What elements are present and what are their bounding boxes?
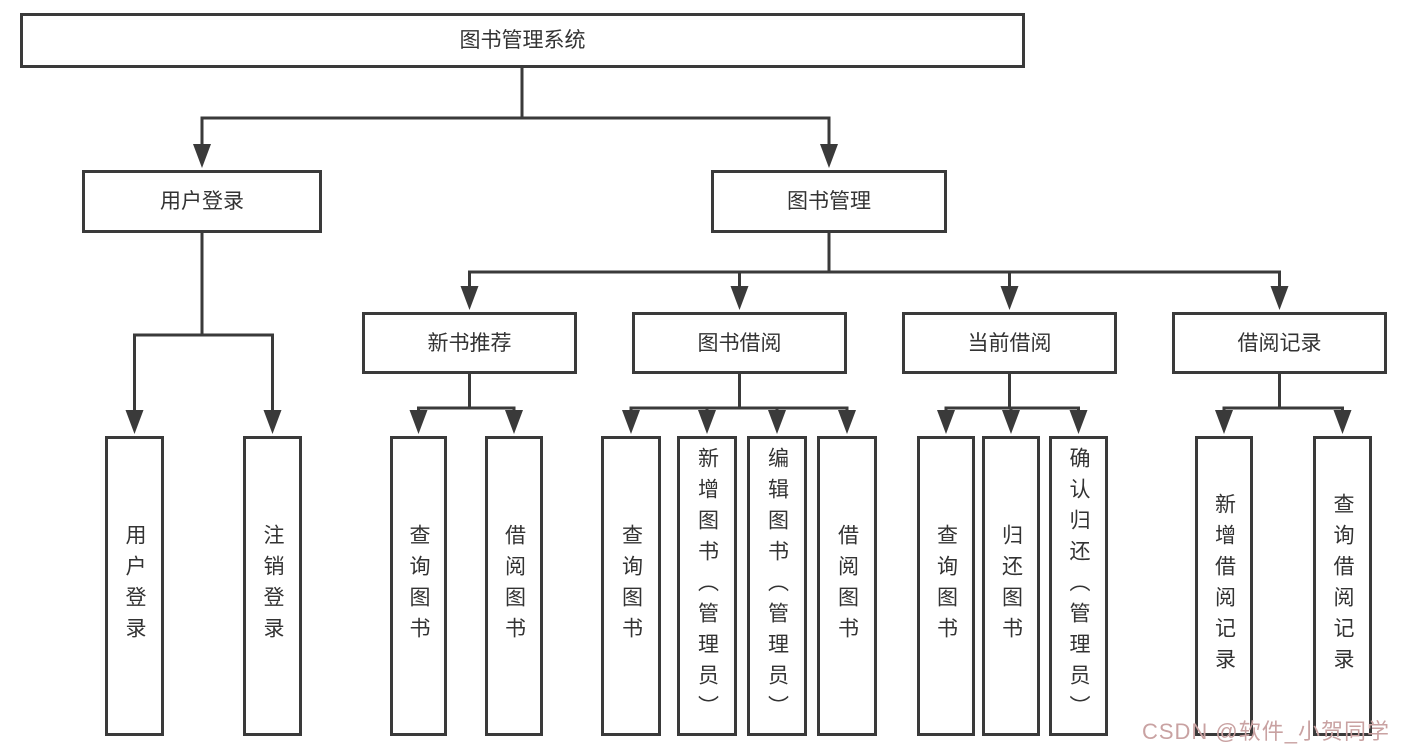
arrowhead-icon (838, 410, 856, 434)
leaf-query-books-recommend: 查询图书 (390, 436, 447, 736)
node-new-book-recommendation: 新书推荐 (362, 312, 577, 374)
arrowhead-icon (505, 410, 523, 434)
node-user-login: 用户登录 (82, 170, 322, 233)
arrowhead-icon (730, 286, 749, 310)
arrowhead-icon (193, 144, 211, 168)
leaf-edit-book-admin-label: 编辑图书（管理员） (765, 446, 789, 726)
leaf-add-borrow-record: 新增借阅记录 (1195, 436, 1253, 736)
node-book-borrowing-label: 图书借阅 (697, 331, 782, 355)
leaf-query-books-current-label: 查询图书 (934, 524, 958, 648)
connector-records-group (1222, 374, 1344, 412)
leaf-query-borrow-record: 查询借阅记录 (1313, 436, 1372, 736)
leaf-borrow-books-borrowing: 借阅图书 (817, 436, 877, 736)
leaf-borrow-books-borrowing-label: 借阅图书 (835, 524, 859, 648)
leaf-user-login: 用户登录 (105, 436, 164, 736)
node-root: 图书管理系统 (20, 13, 1025, 68)
leaf-confirm-return-admin-label: 确认归还（管理员） (1067, 446, 1090, 726)
leaf-borrow-books-recommend-label: 借阅图书 (502, 524, 526, 648)
connector-newbook-group (417, 374, 516, 412)
node-book-management: 图书管理 (711, 170, 947, 233)
leaf-query-books-borrowing: 查询图书 (601, 436, 661, 736)
node-current-borrowing: 当前借阅 (902, 312, 1117, 374)
leaf-query-books-borrowing-label: 查询图书 (619, 524, 643, 648)
connector-bookmgmt-to-level3 (468, 233, 1281, 288)
arrowhead-icon (1002, 410, 1020, 434)
leaf-user-login-label: 用户登录 (123, 524, 146, 648)
arrowhead-icon (125, 410, 144, 434)
arrowhead-icon (937, 410, 955, 434)
leaf-add-book-admin-label: 新增图书（管理员） (695, 446, 719, 726)
leaf-borrow-books-recommend: 借阅图书 (485, 436, 543, 736)
arrowhead-icon (1333, 410, 1352, 434)
arrowhead-icon (409, 410, 428, 434)
leaf-edit-book-admin: 编辑图书（管理员） (747, 436, 807, 736)
arrowhead-icon (768, 410, 786, 434)
arrowhead-icon (263, 410, 282, 434)
arrowhead-icon (1215, 410, 1233, 434)
arrowhead-icon (1270, 286, 1289, 310)
node-book-borrowing: 图书借阅 (632, 312, 847, 374)
node-new-book-recommendation-label: 新书推荐 (427, 331, 512, 355)
leaf-logout-label: 注销登录 (261, 524, 284, 648)
leaf-return-books: 归还图书 (982, 436, 1040, 736)
arrowhead-icon (820, 144, 838, 168)
arrowhead-icon (698, 410, 716, 434)
leaf-query-books-current: 查询图书 (917, 436, 975, 736)
node-borrowing-records-label: 借阅记录 (1237, 331, 1322, 355)
connector-root-to-level2 (200, 68, 831, 146)
leaf-query-books-recommend-label: 查询图书 (407, 524, 430, 648)
csdn-watermark: CSDN @软件_小贺同学 (1141, 719, 1390, 744)
connector-userlogin-group (133, 233, 274, 412)
arrowheads (125, 144, 1352, 434)
node-book-management-label: 图书管理 (787, 190, 871, 213)
arrowhead-icon (622, 410, 640, 434)
leaf-logout: 注销登录 (243, 436, 302, 736)
arrowhead-icon (1000, 286, 1019, 310)
node-borrowing-records: 借阅记录 (1172, 312, 1387, 374)
node-root-label: 图书管理系统 (459, 29, 586, 52)
leaf-add-borrow-record-label: 新增借阅记录 (1212, 493, 1236, 679)
arrowhead-icon (1069, 410, 1088, 434)
node-user-login-label: 用户登录 (160, 190, 244, 213)
leaf-confirm-return-admin: 确认归还（管理员） (1049, 436, 1108, 736)
leaf-return-books-label: 归还图书 (999, 524, 1023, 648)
leaf-add-book-admin: 新增图书（管理员） (677, 436, 737, 736)
arrowhead-icon (460, 286, 479, 310)
connector-borrowing-group (629, 374, 849, 412)
node-current-borrowing-label: 当前借阅 (967, 331, 1052, 355)
connector-current-group (944, 374, 1080, 412)
leaf-query-borrow-record-label: 查询借阅记录 (1331, 493, 1354, 679)
